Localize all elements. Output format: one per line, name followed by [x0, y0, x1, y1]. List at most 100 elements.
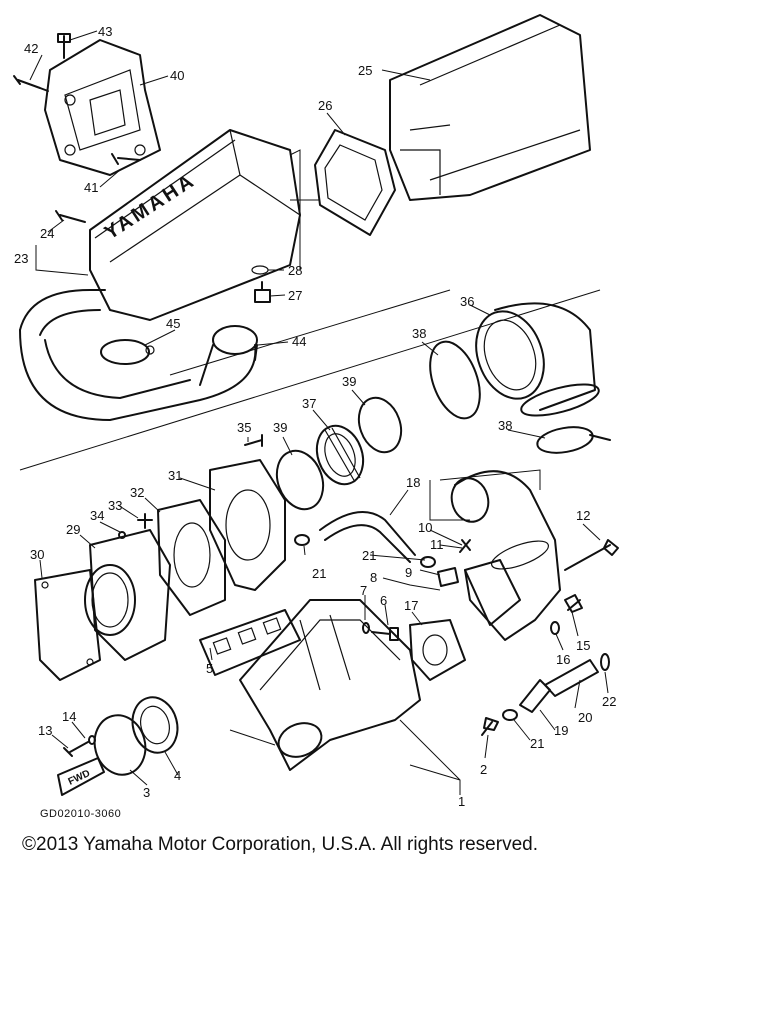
clamp-21-a	[294, 534, 310, 546]
bolt-41	[111, 153, 141, 165]
bolt-15	[564, 594, 583, 613]
callout-14: 14	[62, 709, 76, 724]
callout-38-b: 38	[498, 418, 512, 433]
callout-20: 20	[578, 710, 592, 725]
washer-16	[550, 621, 560, 635]
nut-27	[254, 281, 271, 303]
callout-39-b: 39	[273, 420, 287, 435]
callout-41: 41	[84, 180, 98, 195]
bolt-35	[244, 434, 263, 447]
stud-12	[564, 539, 619, 571]
gasket-26	[314, 129, 396, 236]
o-ring-22	[600, 653, 610, 671]
washer-28	[251, 265, 269, 275]
callout-4: 4	[174, 768, 181, 783]
yamaha-emboss-text: YAMAHA	[101, 169, 200, 244]
callout-37: 37	[302, 396, 316, 411]
callout-44: 44	[292, 334, 306, 349]
bolt-34	[118, 531, 126, 539]
callout-33: 33	[108, 498, 122, 513]
callout-40: 40	[170, 68, 184, 83]
callout-25: 25	[358, 63, 372, 78]
cover-3	[93, 714, 147, 776]
callout-8: 8	[370, 570, 377, 585]
callout-30: 30	[30, 547, 44, 562]
bolt-42	[13, 75, 49, 92]
callout-18: 18	[406, 475, 420, 490]
clamp-21-b	[420, 556, 436, 568]
clamp-45	[100, 339, 155, 365]
elbow-pipe-10	[450, 470, 561, 641]
bolt-24	[55, 210, 86, 223]
bolt-33	[137, 513, 153, 529]
gasket-30	[34, 569, 101, 681]
callout-7: 7	[360, 583, 367, 598]
bolt-2	[481, 717, 499, 736]
manifold-1	[239, 599, 421, 771]
callout-21-a: 21	[362, 548, 376, 563]
bolt-43	[57, 33, 71, 59]
gasket-5	[199, 609, 301, 676]
callout-43: 43	[98, 24, 112, 39]
coupler-37	[315, 424, 365, 486]
callout-5: 5	[206, 661, 213, 676]
callout-9: 9	[405, 565, 412, 580]
screw-11	[459, 539, 471, 553]
chamber-25	[389, 14, 591, 201]
callout-29: 29	[66, 522, 80, 537]
callout-28: 28	[288, 263, 302, 278]
callout-45: 45	[166, 316, 180, 331]
callout-13: 13	[38, 723, 52, 738]
callout-21-c: 21	[530, 736, 544, 751]
callout-36: 36	[460, 294, 474, 309]
clamp-21-c	[502, 709, 518, 721]
callout-19: 19	[554, 723, 568, 738]
callout-34: 34	[90, 508, 104, 523]
callout-labels: 42 43 40 25 26 41 24 23 28 27 45 44 36 3…	[14, 24, 616, 809]
elbow-36	[475, 302, 600, 417]
callout-22: 22	[602, 694, 616, 709]
hose-18	[319, 511, 416, 563]
plate-31	[209, 459, 286, 591]
gasket-32	[157, 499, 226, 616]
callout-21-b: 21	[312, 566, 326, 581]
callout-42: 42	[24, 41, 38, 56]
hose-clamp-38-lower	[536, 426, 611, 454]
callout-31: 31	[168, 468, 182, 483]
exhaust-system-parts-diagram: YAMAHA	[13, 14, 619, 809]
callout-10: 10	[418, 520, 432, 535]
gasket-17	[409, 619, 466, 681]
callout-26: 26	[318, 98, 332, 113]
callout-6: 6	[380, 593, 387, 608]
diagram-code: GD02010-3060	[40, 808, 122, 820]
fwd-arrow: FWD	[57, 757, 105, 796]
callout-2: 2	[480, 762, 487, 777]
nipple-20	[544, 659, 599, 697]
washer-14	[88, 735, 96, 745]
callout-35: 35	[237, 420, 251, 435]
callout-38-a: 38	[412, 326, 426, 341]
callout-27: 27	[288, 288, 302, 303]
copyright-notice: ©2013 Yamaha Motor Corporation, U.S.A. A…	[22, 834, 538, 855]
pipe-44	[19, 289, 258, 421]
outlet-29	[84, 529, 171, 661]
clamp-39-upper	[357, 396, 403, 454]
callout-16: 16	[556, 652, 570, 667]
callout-32: 32	[130, 485, 144, 500]
callout-1: 1	[458, 794, 465, 809]
clamp-39-lower	[275, 449, 325, 511]
fitting-9	[437, 567, 459, 587]
bolt-6	[371, 627, 399, 641]
callout-11: 11	[430, 537, 444, 552]
washer-7	[362, 622, 370, 634]
callout-39-a: 39	[342, 374, 356, 389]
gasket-4	[131, 696, 179, 754]
hose-clamp-38-upper	[429, 340, 481, 420]
callout-3: 3	[143, 785, 150, 800]
callout-12: 12	[576, 508, 590, 523]
callout-23: 23	[14, 251, 28, 266]
section-lines	[19, 149, 601, 521]
leader-lines	[29, 30, 609, 795]
callout-15: 15	[576, 638, 590, 653]
callout-24: 24	[40, 226, 54, 241]
